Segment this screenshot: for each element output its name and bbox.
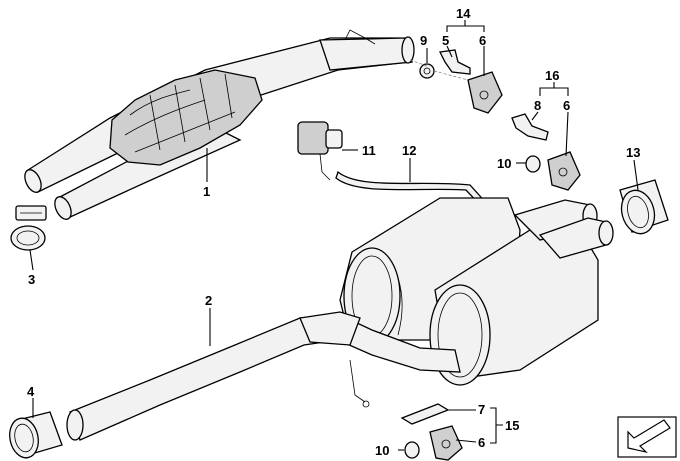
callout-1: 1 bbox=[203, 184, 210, 199]
rear-pipe-2 bbox=[66, 311, 461, 441]
callout-10-mid: 10 bbox=[497, 156, 511, 171]
leader-lines bbox=[29, 20, 639, 451]
tailpipe-trim-13 bbox=[619, 179, 669, 235]
callout-5: 5 bbox=[442, 33, 449, 48]
callout-2: 2 bbox=[205, 293, 212, 308]
callout-9: 9 bbox=[420, 33, 427, 48]
callout-12: 12 bbox=[402, 143, 416, 158]
mount-group-15 bbox=[400, 403, 463, 461]
mount-group-16 bbox=[511, 113, 581, 191]
callout-4: 4 bbox=[27, 384, 35, 399]
callout-10-bottom: 10 bbox=[375, 443, 389, 458]
clamp-sleeve-4 bbox=[9, 411, 63, 459]
callout-labels: 1 2 3 4 5 6 6 6 7 8 9 10 10 11 12 13 14 … bbox=[27, 6, 640, 458]
mount-group-14 bbox=[419, 49, 503, 114]
callout-6-mid: 6 bbox=[563, 98, 570, 113]
callout-6-bottom: 6 bbox=[478, 435, 485, 450]
callout-13: 13 bbox=[626, 145, 640, 160]
callout-7: 7 bbox=[478, 402, 485, 417]
rear-muffler-assembly bbox=[339, 197, 614, 386]
callout-15: 15 bbox=[505, 418, 519, 433]
callout-16: 16 bbox=[545, 68, 559, 83]
arrow-icon bbox=[617, 416, 677, 458]
front-pipe-catalytic-converter bbox=[24, 29, 415, 220]
vacuum-unit-11 bbox=[297, 121, 343, 181]
pipe-clamp-3 bbox=[10, 205, 47, 251]
callout-3: 3 bbox=[28, 272, 35, 287]
callout-11: 11 bbox=[362, 143, 376, 158]
callout-8: 8 bbox=[534, 98, 541, 113]
callout-14: 14 bbox=[456, 6, 471, 21]
callout-6-top: 6 bbox=[479, 33, 486, 48]
